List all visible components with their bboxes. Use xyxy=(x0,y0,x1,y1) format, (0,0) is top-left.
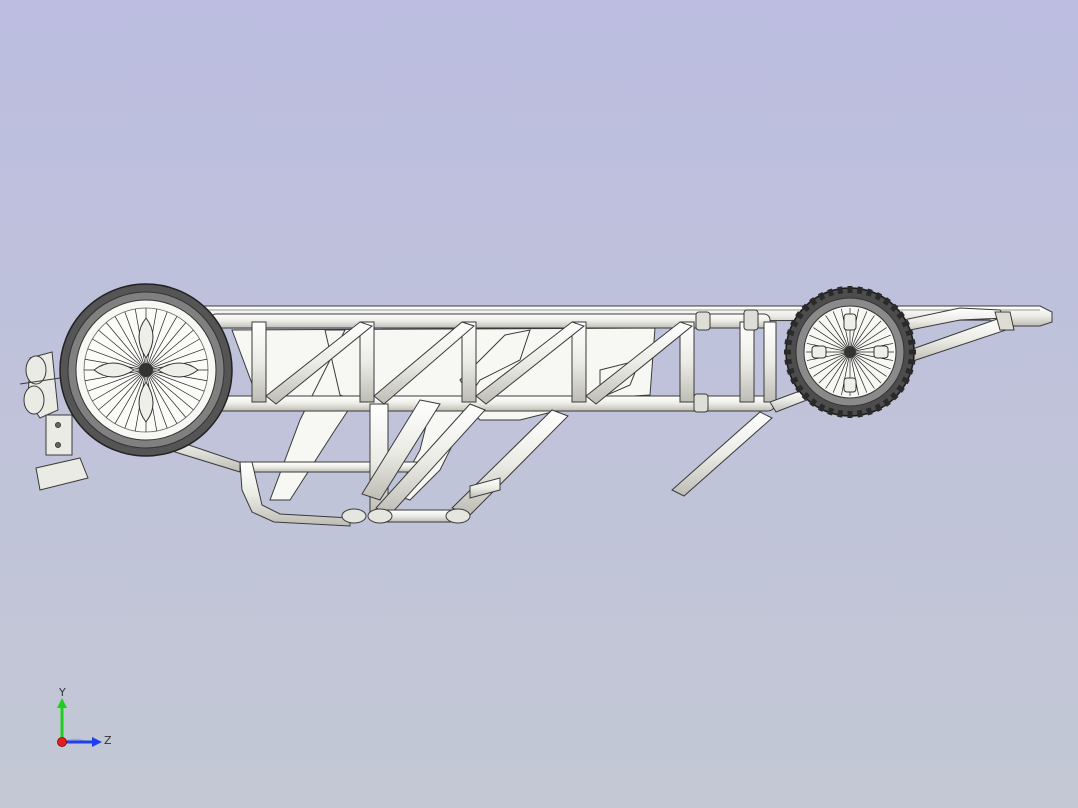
x-axis-dot-icon xyxy=(57,737,67,747)
z-axis-arrow-icon xyxy=(92,737,102,747)
rear-bracket xyxy=(19,351,89,491)
y-axis-label: Y xyxy=(58,686,66,699)
rear-wheel xyxy=(59,283,233,457)
z-axis-label: Z xyxy=(104,734,112,747)
seat-plate xyxy=(231,327,656,501)
y-axis-arrow-icon xyxy=(57,698,67,708)
front-wheel xyxy=(784,286,916,418)
axis-triad: Y Z xyxy=(57,686,112,747)
tube-frame xyxy=(145,305,1053,527)
